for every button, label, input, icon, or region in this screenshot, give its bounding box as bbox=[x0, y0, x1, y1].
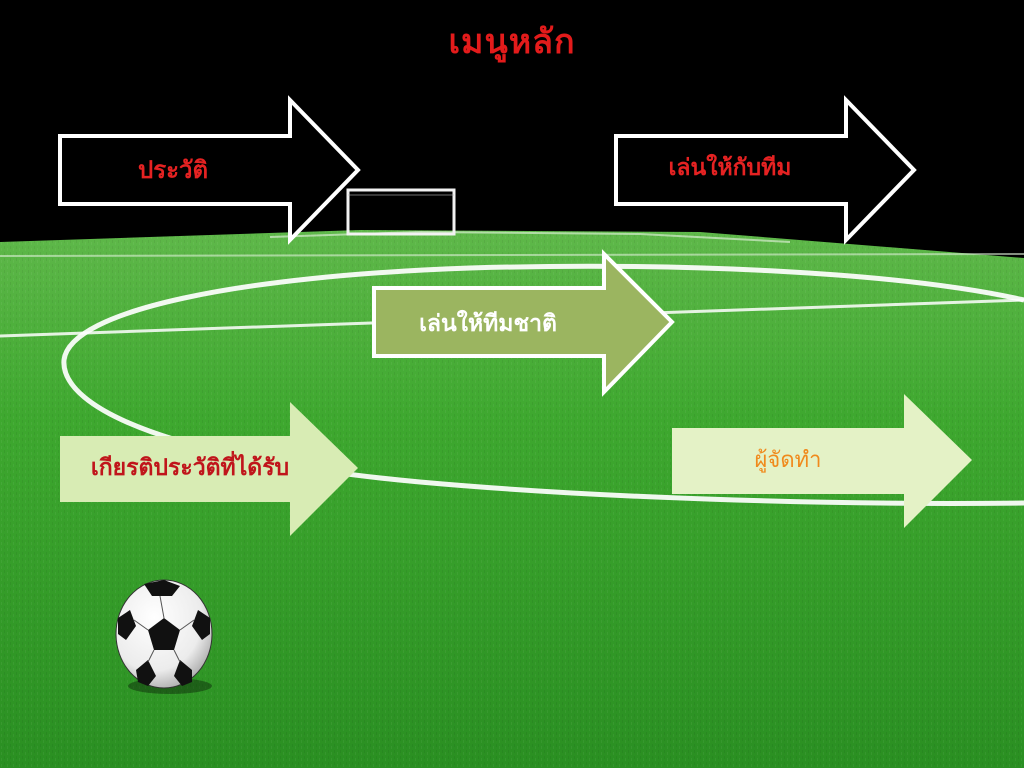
arrow-shape-icon bbox=[372, 249, 675, 397]
arrow-shape-icon bbox=[60, 402, 358, 536]
soccer-ball-icon bbox=[115, 579, 213, 694]
honors-label: เกียรติประวัติที่ได้รับ bbox=[90, 455, 290, 481]
page-title: เมนูหลัก bbox=[448, 22, 576, 62]
goal-icon bbox=[346, 188, 456, 236]
honors-arrow-button[interactable]: เกียรติประวัติที่ได้รับ bbox=[60, 402, 360, 538]
club-arrow-button[interactable]: เล่นให้กับทีม bbox=[614, 95, 918, 245]
history-arrow-button[interactable]: ประวัติ bbox=[58, 95, 362, 245]
history-label: ประวัติ bbox=[137, 156, 209, 184]
arrow-shape-icon bbox=[58, 95, 361, 245]
arrow-shape-icon bbox=[614, 95, 917, 245]
credits-label: ผู้จัดทำ bbox=[754, 448, 822, 473]
credits-arrow-button[interactable]: ผู้จัดทำ bbox=[672, 394, 974, 530]
arrow-shape-icon bbox=[672, 394, 972, 528]
national-team-label: เล่นให้ทีมชาติ bbox=[419, 311, 557, 337]
national-team-arrow-button[interactable]: เล่นให้ทีมชาติ bbox=[372, 249, 676, 397]
club-label: เล่นให้กับทีม bbox=[668, 155, 792, 181]
